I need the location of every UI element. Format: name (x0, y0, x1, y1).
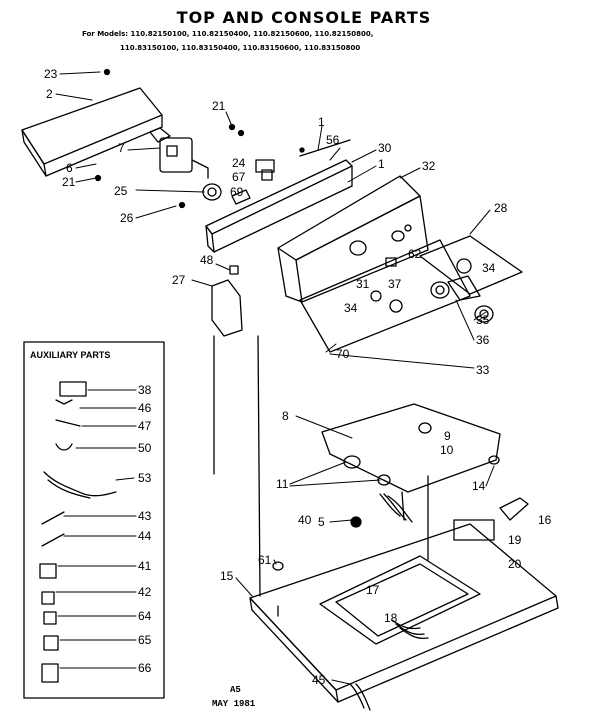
top-cabinet (249, 335, 559, 711)
callout: 69 (230, 185, 244, 199)
callout: 56 (326, 133, 340, 147)
callout: 40 (298, 513, 312, 527)
wire-harness (350, 493, 529, 541)
callout: 17 (366, 583, 380, 597)
callout: 67 (232, 170, 246, 184)
callout: 6 (66, 161, 73, 175)
callout: 18 (384, 611, 398, 625)
aux-item: 46 (138, 401, 152, 415)
auxiliary-labels: AUXILIARY PARTS 38 46 47 50 53 43 44 41 … (30, 350, 152, 675)
callout: 1 (378, 157, 385, 171)
lid (321, 403, 501, 521)
callout: 10 (440, 443, 454, 457)
aux-item: 47 (138, 419, 152, 433)
callout: 11 (276, 477, 289, 491)
console-housing (277, 175, 429, 303)
diagram-title: TOP AND CONSOLE PARTS (176, 8, 432, 27)
callout: 14 (472, 479, 486, 493)
callout: 33 (476, 363, 490, 377)
footer-code: A5 (230, 685, 241, 695)
aux-item: 65 (138, 633, 152, 647)
callout: 8 (282, 409, 289, 423)
aux-item: 53 (138, 471, 152, 485)
callout: 27 (172, 273, 186, 287)
callout: 32 (422, 159, 436, 173)
callout: 21 (62, 175, 76, 189)
callout: 48 (200, 253, 214, 267)
end-cap (211, 265, 243, 475)
callout-labels: 23 2 21 7 6 21 25 26 24 67 69 1 56 30 1 … (44, 67, 552, 687)
callout: 45 (312, 673, 326, 687)
auxiliary-title: AUXILIARY PARTS (30, 350, 110, 360)
footer: A5 MAY 1981 (212, 685, 256, 709)
callout: 20 (508, 557, 522, 571)
callout: 9 (444, 429, 451, 443)
models-line-2: 110.83150100, 110.83150400, 110.83150600… (120, 44, 361, 52)
aux-item: 38 (138, 383, 152, 397)
callout: 34 (482, 261, 496, 275)
callout: 7 (118, 141, 125, 155)
callout: 15 (220, 569, 234, 583)
callout: 16 (538, 513, 552, 527)
aux-item: 66 (138, 661, 152, 675)
callout: 19 (508, 533, 522, 547)
aux-item: 42 (138, 585, 152, 599)
auxiliary-parts-box (23, 341, 165, 699)
console-rail (205, 139, 353, 253)
footer-date: MAY 1981 (212, 699, 256, 709)
callout: 62 (408, 247, 422, 261)
screws (94, 68, 305, 209)
callout: 30 (378, 141, 392, 155)
callout: 24 (232, 156, 246, 170)
aux-item: 41 (138, 559, 152, 573)
callout: 2 (46, 87, 53, 101)
callout: 37 (388, 277, 402, 291)
callout: 34 (344, 301, 358, 315)
aux-item: 64 (138, 609, 152, 623)
aux-item: 43 (138, 509, 152, 523)
callout: 1 (318, 115, 325, 129)
callout: 31 (356, 277, 370, 291)
callout: 25 (114, 184, 128, 198)
callout: 61 (258, 553, 272, 567)
rear-panel (21, 87, 163, 177)
timer-assembly (149, 127, 209, 179)
callout: 21 (212, 99, 226, 113)
aux-item: 44 (138, 529, 152, 543)
callout: 70 (336, 347, 350, 361)
leader-lines (55, 71, 495, 685)
callout: 5 (318, 515, 325, 529)
callout: 35 (476, 313, 490, 327)
aux-item: 50 (138, 441, 152, 455)
knob-panel (299, 235, 523, 353)
callout: 26 (120, 211, 134, 225)
callout: 36 (476, 333, 490, 347)
callout: 28 (494, 201, 508, 215)
callout: 23 (44, 67, 58, 81)
models-line-1: For Models: 110.82150100, 110.82150400, … (82, 30, 374, 38)
